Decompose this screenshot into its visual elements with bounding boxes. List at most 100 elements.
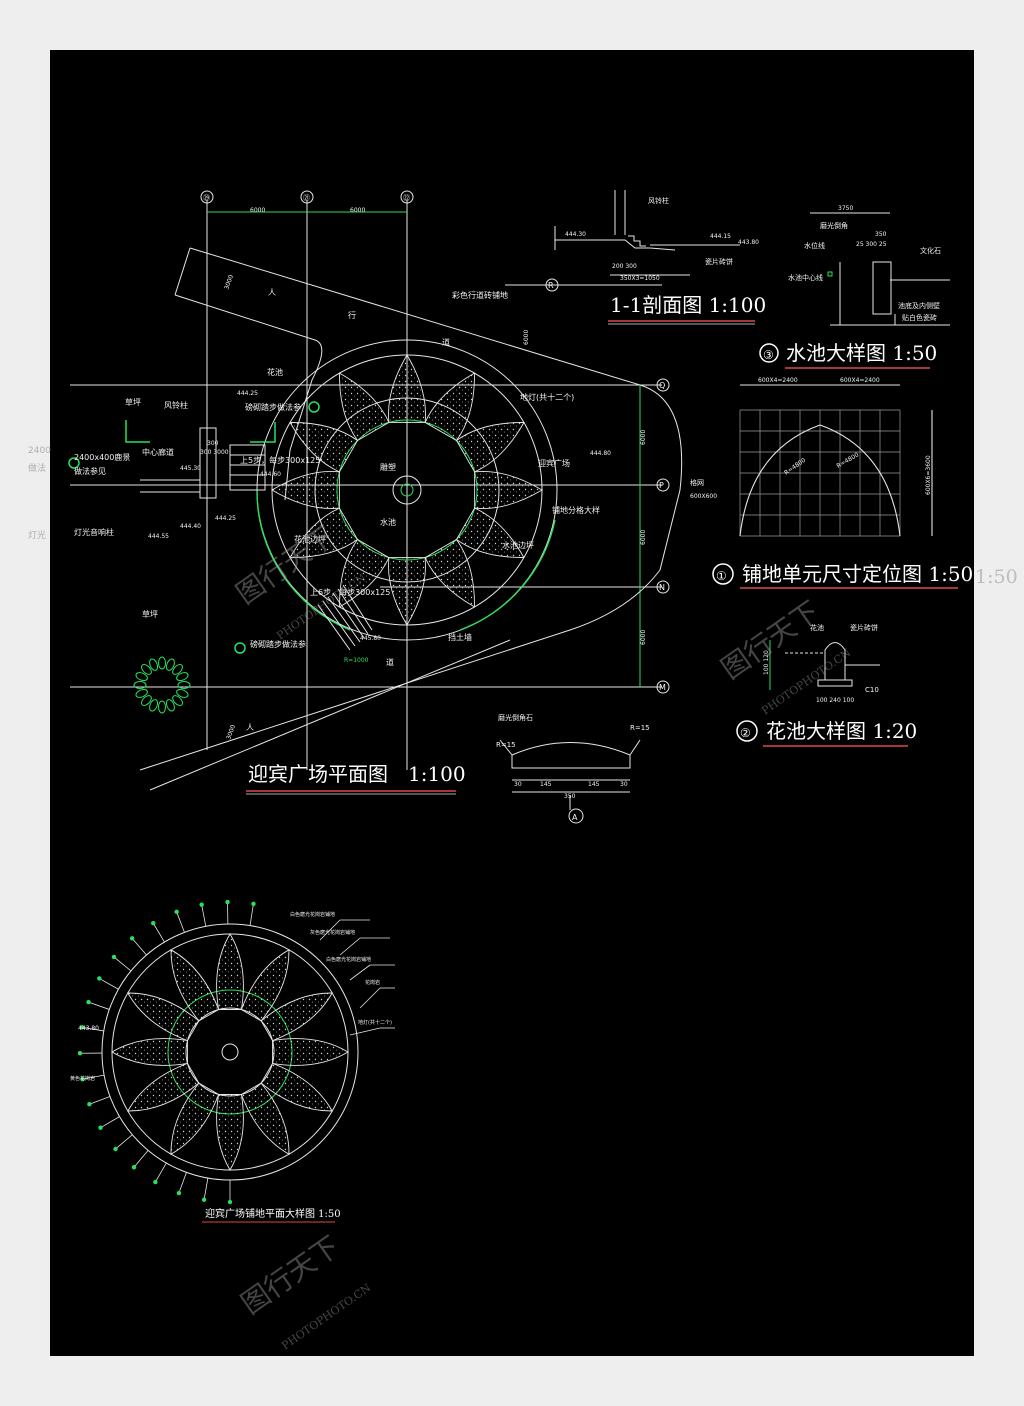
paving-grid-size: 600X600 bbox=[690, 493, 717, 500]
flower-c10: C10 bbox=[865, 686, 879, 694]
ray-marker-8 bbox=[87, 1102, 92, 1107]
section-dims-b: 350X3=1050 bbox=[620, 275, 660, 282]
lower-petal-8 bbox=[127, 992, 200, 1042]
label-dao-top: 道 bbox=[442, 337, 450, 347]
row-dim-2: 6000 bbox=[640, 430, 647, 445]
plan-petal-11 bbox=[424, 372, 475, 442]
section-tile: 瓷片砖饼 bbox=[705, 257, 733, 266]
section-dims-a: 200 300 bbox=[612, 263, 637, 270]
label-xing: 行 bbox=[348, 310, 356, 320]
label-dims-3000: 300 3000 bbox=[200, 449, 229, 456]
shrub-leaf-11 bbox=[141, 664, 152, 675]
curb-mark: A bbox=[572, 813, 578, 822]
paving-unit-arcs bbox=[739, 384, 933, 537]
ray-20 bbox=[249, 903, 254, 926]
label-ren-top: 人 bbox=[268, 288, 276, 297]
label-practice-ref: 做法参见 bbox=[74, 466, 106, 476]
ray-marker-3 bbox=[176, 1190, 182, 1196]
shrub-leaf-8 bbox=[135, 688, 148, 698]
row-label-Q: Q bbox=[659, 381, 665, 390]
pool-polished: 磨光倒角 bbox=[820, 221, 848, 230]
road-dim-top: 3000 bbox=[223, 274, 235, 291]
flower-detail-number-badge bbox=[736, 720, 758, 742]
margin-fragment-left-a: 2400 bbox=[28, 446, 51, 456]
lower-petal-9 bbox=[170, 949, 220, 1022]
label-flower-edge: 花池边坪 bbox=[294, 534, 326, 544]
row-dim-4: 6000 bbox=[640, 630, 647, 645]
flower-detail-num: ② bbox=[740, 726, 751, 740]
ray-marker-11 bbox=[79, 1025, 85, 1030]
ray-18 bbox=[201, 904, 207, 927]
ray-marker-17 bbox=[174, 909, 179, 915]
ray-marker-14 bbox=[111, 954, 117, 960]
plan-petal-10 bbox=[388, 354, 426, 423]
pool-center: 水池中心线 bbox=[788, 273, 823, 282]
label-ren-bottom: 人 bbox=[246, 723, 254, 732]
row-label-N: N bbox=[659, 583, 665, 592]
paving-plan-label-6: 黄色花岗岩 bbox=[70, 1075, 95, 1082]
pool-detail-num: ③ bbox=[763, 348, 774, 362]
paving-plan-label-1: 白色磨光花岗岩铺地 bbox=[290, 911, 335, 918]
shrub-leaf-6 bbox=[149, 699, 159, 712]
curb-d30a: 30 bbox=[514, 781, 522, 788]
paving-plan-leaders bbox=[319, 919, 395, 1036]
ray-marker-15 bbox=[129, 936, 135, 941]
axis-bubbles bbox=[200, 190, 670, 694]
flower-tile: 瓷片砖饼 bbox=[850, 623, 878, 632]
ray-4 bbox=[155, 1162, 167, 1183]
road-dim-bottom: 3000 bbox=[225, 724, 237, 741]
plan-petal-12 bbox=[455, 422, 525, 473]
shrub-leaf-12 bbox=[149, 658, 159, 671]
pool-bottom: 池底及内侧壁 bbox=[898, 301, 940, 310]
row-dim-1: 6000 bbox=[523, 330, 530, 345]
paving-plan-label-2: 灰色磨光花岗岩铺地 bbox=[310, 929, 355, 936]
curb-d145b: 145 bbox=[588, 781, 600, 788]
shrub-leaf-9 bbox=[133, 681, 147, 689]
ray-5 bbox=[133, 1150, 149, 1168]
shrub-cluster-symbol bbox=[133, 656, 191, 714]
shrub-leaf-15 bbox=[172, 664, 183, 675]
curb-d30b: 30 bbox=[620, 781, 628, 788]
shrub-leaf-5 bbox=[158, 700, 166, 714]
ray-marker-19 bbox=[225, 899, 230, 905]
pool-water-level: 水位线 bbox=[804, 241, 825, 250]
axis-dim-1: 6000 bbox=[250, 207, 265, 214]
section-elev-44415: 444.15 bbox=[710, 233, 731, 240]
ray-12 bbox=[88, 1001, 110, 1010]
axis-label-21: ㉑ bbox=[303, 194, 310, 202]
ray-marker-20 bbox=[251, 901, 256, 907]
plan-petal-3 bbox=[424, 538, 475, 608]
label-paving-2400: 2400x400鹿景 bbox=[74, 452, 130, 462]
section-elev-44430: 444.30 bbox=[565, 231, 586, 238]
label-paving-detail: 铺地分格大样 bbox=[552, 505, 600, 515]
row-dim-3: 6000 bbox=[640, 530, 647, 545]
flower-label: 花池 bbox=[810, 623, 824, 632]
paving-plan-label-3: 白色磨光花岗岩铺地 bbox=[326, 956, 371, 963]
ray-14 bbox=[113, 956, 132, 972]
plan-petal-8 bbox=[289, 422, 359, 473]
ray-marker-10 bbox=[77, 1051, 83, 1056]
label-radius-1000: R=1000 bbox=[344, 657, 369, 664]
plan-petal-9 bbox=[339, 372, 390, 442]
curb-polished: 磨光倒角石 bbox=[498, 713, 533, 722]
pool-culture-stone: 文化石 bbox=[920, 246, 941, 255]
shrub-leaf-3 bbox=[172, 695, 183, 706]
lower-petal-7 bbox=[111, 1038, 188, 1066]
paving-r2: R=4800 bbox=[836, 451, 861, 469]
label-elev-44440: 444.40 bbox=[180, 523, 201, 530]
label-huachi: 花池 bbox=[267, 367, 283, 377]
lower-petal-10 bbox=[216, 933, 244, 1010]
ray-marker-18 bbox=[199, 902, 204, 907]
plan-green-details bbox=[68, 401, 320, 654]
ray-marker-16 bbox=[151, 920, 156, 926]
shrub-leaf-14 bbox=[165, 658, 175, 671]
label-wind-bell: 风铃柱 bbox=[164, 400, 188, 410]
ray-marker-2 bbox=[201, 1197, 207, 1202]
ray-marker-5 bbox=[131, 1165, 137, 1170]
ray-8 bbox=[89, 1096, 111, 1105]
plan-petal-5 bbox=[339, 538, 390, 608]
label-plaza: 迎宾广场 bbox=[538, 458, 570, 468]
curb-r15-b: R=15 bbox=[630, 724, 650, 732]
paving-unit-num: ① bbox=[716, 569, 727, 583]
label-dao-bottom: 道 bbox=[386, 657, 394, 667]
